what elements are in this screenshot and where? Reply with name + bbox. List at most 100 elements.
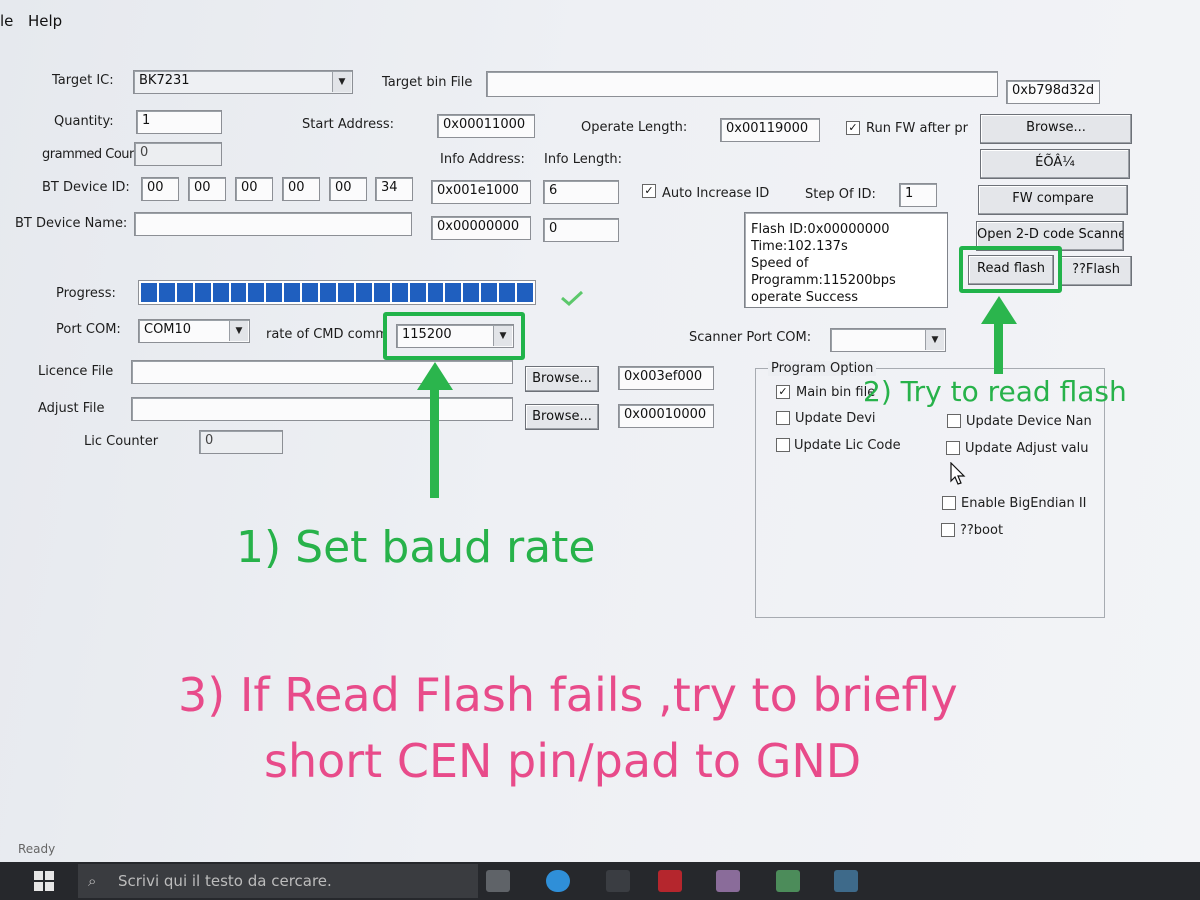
chevron-down-icon[interactable]: ▼: [493, 326, 512, 346]
check-icon: [558, 288, 586, 308]
edge-browser-icon[interactable]: [546, 870, 570, 892]
licence-file-input[interactable]: [131, 360, 513, 384]
licence-address-field[interactable]: 0x003ef000: [618, 366, 714, 390]
info-address-label: Info Address:: [440, 152, 525, 167]
quantity-input[interactable]: 1: [136, 110, 222, 134]
app-icon-3[interactable]: [834, 870, 858, 892]
info-length-input-2[interactable]: 0: [543, 218, 619, 242]
progress-segment: [499, 283, 516, 302]
read-flash-button[interactable]: Read flash: [968, 255, 1054, 285]
task-view-icon[interactable]: [486, 870, 510, 892]
taskbar-search[interactable]: ⌕ Scrivi qui il testo da cercare.: [78, 864, 478, 898]
chevron-down-icon[interactable]: ▼: [229, 321, 248, 341]
progress-segment: [391, 283, 408, 302]
info-address-input-2[interactable]: 0x00000000: [431, 216, 531, 240]
update-devi-checkbox[interactable]: [776, 411, 790, 425]
info-length-input-1[interactable]: 6: [543, 180, 619, 204]
programmed-count-field: 0: [134, 142, 222, 166]
bt-device-name-input[interactable]: [134, 212, 412, 236]
main-bin-checkbox[interactable]: ✓: [776, 385, 790, 399]
menu-file[interactable]: le: [0, 12, 14, 30]
target-ic-select[interactable]: BK7231 ▼: [133, 70, 353, 94]
progress-segment: [158, 283, 175, 302]
garbled-button[interactable]: ÉÕÂ¼: [980, 149, 1130, 179]
checksum-field: 0xb798d32d: [1006, 80, 1100, 104]
adjust-address-field[interactable]: 0x00010000: [618, 404, 714, 428]
update-lic-code-checkbox[interactable]: [776, 438, 790, 452]
app-icon-2[interactable]: [776, 870, 800, 892]
browse-adjust-button[interactable]: Browse...: [525, 404, 599, 430]
search-icon: ⌕: [88, 872, 97, 890]
bt-id-byte-5[interactable]: 00: [329, 177, 367, 201]
annotation-step-3-line-2: short CEN pin/pad to GND: [264, 734, 862, 788]
boot-checkbox[interactable]: [941, 523, 955, 537]
update-adjust-checkbox[interactable]: [946, 441, 960, 455]
progress-segment: [355, 283, 372, 302]
start-address-label: Start Address:: [302, 117, 395, 132]
adjust-file-input[interactable]: [131, 397, 513, 421]
browse-licence-button[interactable]: Browse...: [525, 366, 599, 392]
flash-q-button[interactable]: ??Flash: [1060, 256, 1132, 286]
progress-segment: [302, 283, 319, 302]
explorer-icon[interactable]: [606, 870, 630, 892]
fw-compare-button[interactable]: FW compare: [978, 185, 1128, 215]
quantity-label: Quantity:: [54, 114, 114, 129]
run-fw-label: Run FW after pr: [866, 121, 969, 136]
status-text: Ready: [18, 842, 56, 856]
chevron-down-icon[interactable]: ▼: [332, 72, 351, 92]
netflix-icon[interactable]: [658, 870, 682, 892]
bt-device-name-label: BT Device Name:: [15, 216, 128, 231]
bt-id-byte-4[interactable]: 00: [282, 177, 320, 201]
mouse-cursor-icon: [950, 461, 966, 490]
auto-increase-checkbox[interactable]: ✓: [642, 184, 656, 198]
progress-segment: [141, 283, 157, 302]
lic-counter-field: 0: [199, 430, 283, 454]
target-bin-file-input[interactable]: [486, 71, 998, 97]
taskbar: ⌕ Scrivi qui il testo da cercare.: [0, 862, 1200, 900]
annotation-step-2: 2) Try to read flash: [863, 375, 1127, 408]
progress-segment: [517, 283, 533, 302]
speed-line: Speed of Programm:115200bps: [751, 256, 896, 288]
start-address-input[interactable]: 0x00011000: [437, 114, 535, 138]
baud-rate-select[interactable]: 115200 ▼: [396, 324, 514, 348]
scanner-port-select[interactable]: ▼: [830, 328, 946, 352]
target-ic-label: Target IC:: [52, 73, 114, 88]
progress-segment: [409, 283, 426, 302]
enable-bigendian-checkbox[interactable]: [942, 496, 956, 510]
read-flash-highlight: [959, 246, 1062, 293]
step-of-id-input[interactable]: 1: [899, 183, 937, 207]
enable-bigendian-label: Enable BigEndian II: [961, 496, 1087, 511]
rate-cmd-label: rate of CMD comm: [266, 327, 389, 342]
progress-label: Progress:: [56, 286, 116, 301]
progress-segment: [176, 283, 193, 302]
port-com-label: Port COM:: [56, 322, 121, 337]
progress-segment: [212, 283, 229, 302]
info-address-input-1[interactable]: 0x001e1000: [431, 180, 531, 204]
operate-length-input[interactable]: 0x00119000: [720, 118, 820, 142]
update-adjust-label: Update Adjust valu: [965, 441, 1089, 456]
app-icon-1[interactable]: [716, 870, 740, 892]
taskbar-search-placeholder: Scrivi qui il testo da cercare.: [118, 872, 332, 890]
flash-id-line: Flash ID:0x00000000: [751, 222, 890, 237]
arrow-2-shaft: [994, 320, 1003, 374]
bt-id-byte-1[interactable]: 00: [141, 177, 179, 201]
browse-button[interactable]: Browse...: [980, 114, 1132, 144]
windows-start-icon[interactable]: [34, 871, 54, 891]
progress-segment: [445, 283, 462, 302]
program-option-title: Program Option: [768, 361, 877, 376]
run-fw-checkbox[interactable]: ✓: [846, 121, 860, 135]
licence-file-label: Licence File: [38, 364, 114, 379]
chevron-down-icon[interactable]: ▼: [925, 330, 944, 350]
progress-segment: [248, 283, 265, 302]
bt-id-byte-2[interactable]: 00: [188, 177, 226, 201]
bt-id-byte-6[interactable]: 34: [375, 177, 413, 201]
main-bin-label: Main bin file: [796, 385, 876, 400]
bt-id-byte-3[interactable]: 00: [235, 177, 273, 201]
target-bin-file-label: Target bin File: [382, 75, 473, 90]
port-com-value: COM10: [144, 322, 192, 337]
port-com-select[interactable]: COM10 ▼: [138, 319, 250, 343]
progress-segment: [230, 283, 247, 302]
time-line: Time:102.137s: [751, 239, 848, 254]
menu-help[interactable]: Help: [28, 12, 63, 30]
update-device-name-checkbox[interactable]: [947, 414, 961, 428]
